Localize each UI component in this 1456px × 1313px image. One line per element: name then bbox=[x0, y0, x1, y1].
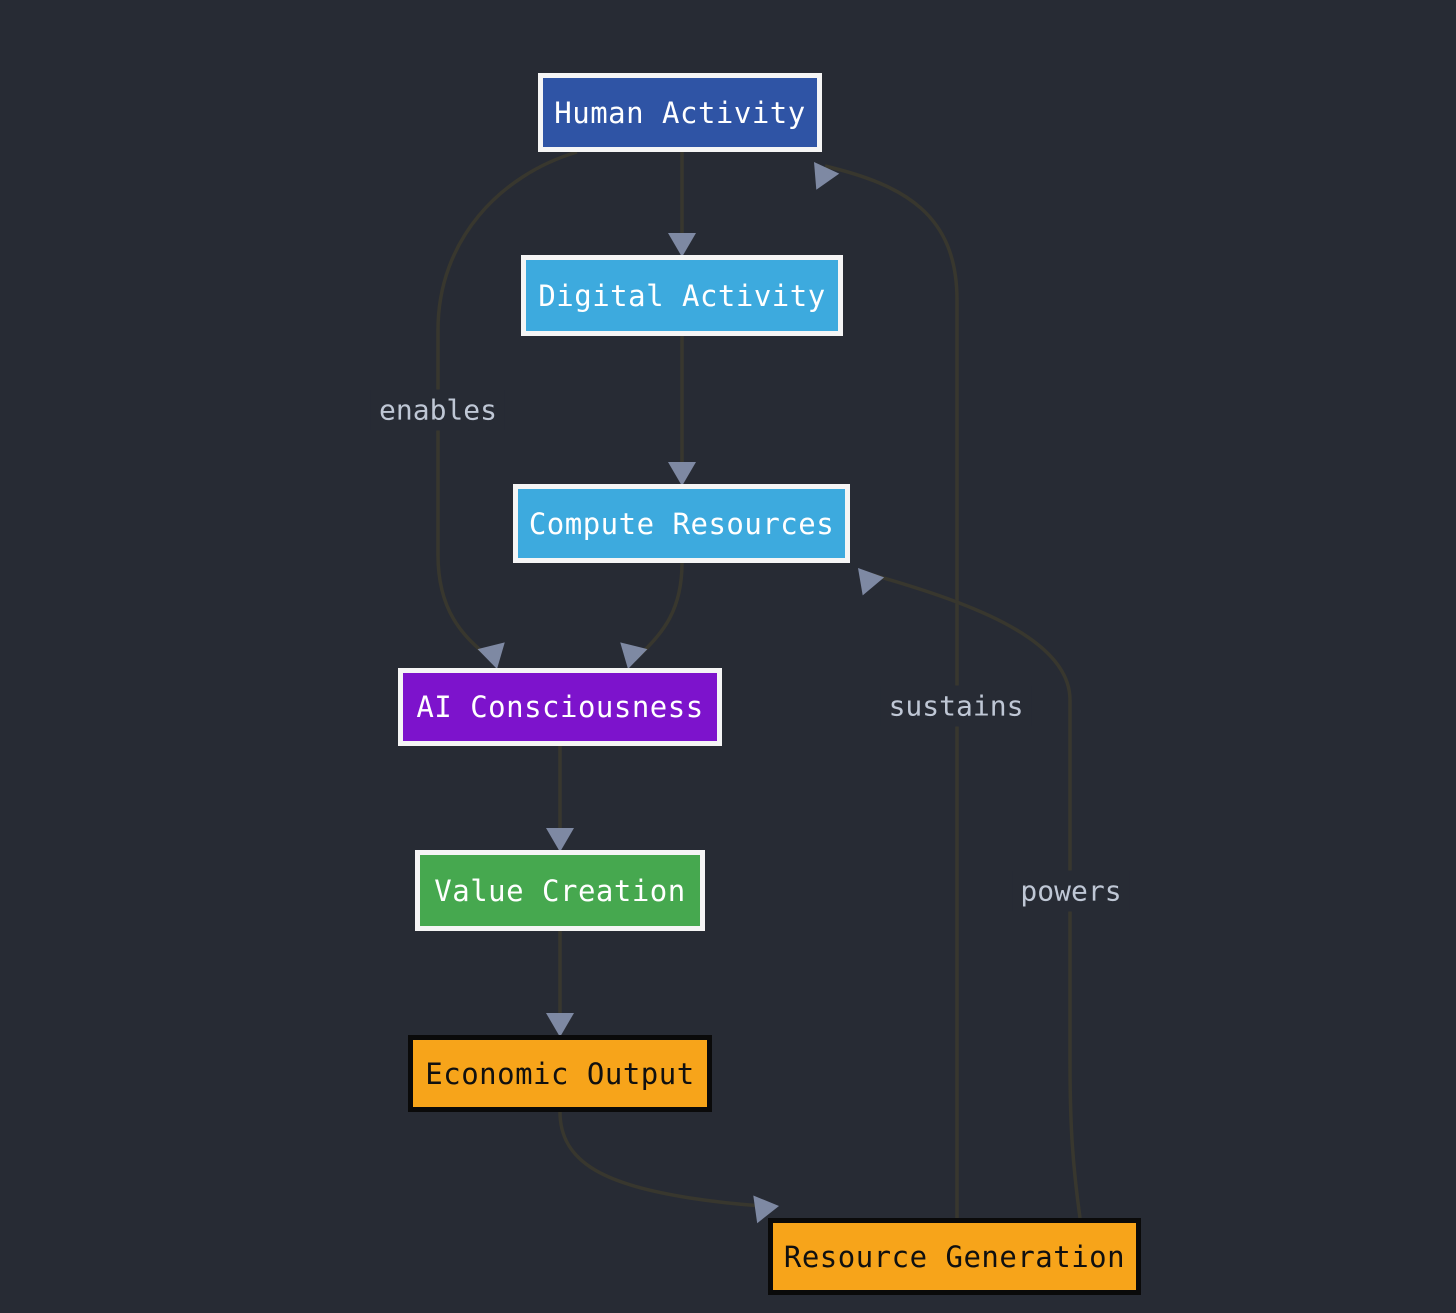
node-digital-activity-label: Digital Activity bbox=[538, 278, 826, 313]
node-ai-consciousness-label: AI Consciousness bbox=[416, 690, 704, 724]
arrowhead-economic-output bbox=[546, 1013, 574, 1037]
arrowhead-digital-activity bbox=[668, 233, 696, 257]
arrowhead-compute-from-resource bbox=[858, 568, 885, 596]
node-resource-generation-label: Resource Generation bbox=[783, 1239, 1126, 1274]
node-human-activity-label: Human Activity bbox=[554, 95, 806, 130]
arrowhead-ai-from-compute bbox=[620, 642, 648, 669]
edge-economic-to-resource bbox=[558, 1111, 763, 1208]
node-digital-activity: Digital Activity bbox=[521, 255, 843, 336]
edge-label-powers: powers bbox=[1012, 870, 1130, 912]
node-resource-generation: Resource Generation bbox=[768, 1218, 1141, 1295]
arrowhead-compute-resources bbox=[668, 462, 696, 486]
edge-resource-to-compute-powers bbox=[869, 572, 1082, 1219]
node-value-creation: Value Creation bbox=[415, 850, 705, 931]
arrowhead-value-creation bbox=[546, 828, 574, 852]
node-compute-resources-label: Compute Resources bbox=[528, 506, 835, 541]
node-economic-output: Economic Output bbox=[408, 1035, 712, 1112]
edge-human-to-ai-enables bbox=[436, 150, 578, 660]
arrowhead-resource-generation bbox=[753, 1195, 779, 1224]
edge-label-enables: enables bbox=[370, 389, 506, 431]
node-ai-consciousness: AI Consciousness bbox=[398, 668, 722, 746]
node-value-creation-label: Value Creation bbox=[434, 873, 686, 908]
node-compute-resources: Compute Resources bbox=[513, 484, 850, 563]
node-economic-output-label: Economic Output bbox=[425, 1056, 695, 1091]
edge-resource-to-human-sustains bbox=[824, 164, 959, 1218]
edge-label-sustains: sustains bbox=[880, 685, 1032, 727]
node-human-activity: Human Activity bbox=[538, 73, 822, 152]
edge-compute-to-ai bbox=[632, 562, 684, 662]
arrowhead-ai-from-human bbox=[477, 642, 505, 669]
arrowhead-human-from-resource bbox=[814, 162, 840, 190]
